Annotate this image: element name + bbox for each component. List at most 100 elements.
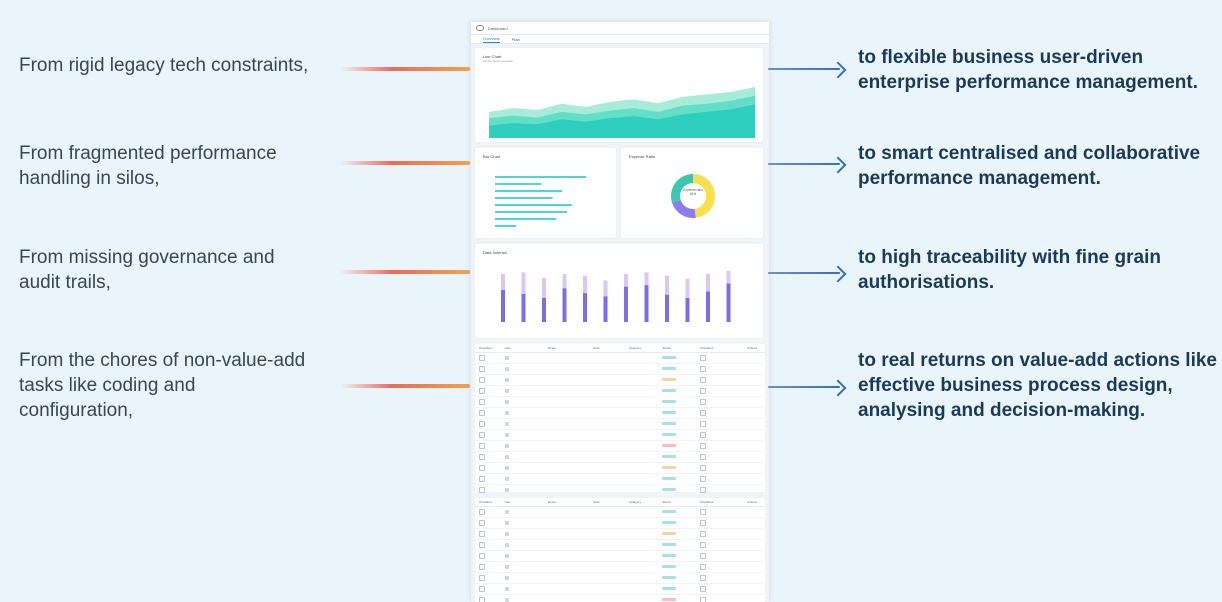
row-checkbox[interactable]	[479, 464, 485, 471]
row-checkbox[interactable]	[479, 596, 485, 602]
row-checkbox[interactable]	[479, 431, 485, 438]
table-row[interactable]	[475, 507, 765, 518]
column-chart-card: Data Science	[475, 244, 763, 338]
tab-plan[interactable]: Plan	[511, 37, 520, 42]
row-checkbox[interactable]	[479, 585, 485, 592]
table-row[interactable]	[475, 540, 765, 551]
column-header[interactable]: Checkbox	[479, 500, 493, 504]
column-header[interactable]: Status	[662, 346, 671, 350]
row-checkbox[interactable]	[479, 409, 485, 416]
row-checkbox[interactable]	[699, 519, 706, 526]
row-checkbox[interactable]	[699, 354, 706, 361]
table-row[interactable]	[475, 518, 765, 529]
table-row[interactable]	[475, 463, 765, 474]
row-checkbox[interactable]	[479, 354, 485, 361]
row-checkbox[interactable]	[699, 420, 706, 427]
left-statement-1: From rigid legacy tech constraints,	[19, 55, 309, 76]
avatar	[504, 521, 509, 525]
avatar	[504, 477, 509, 481]
column-header[interactable]: Actions	[747, 500, 758, 504]
row-checkbox[interactable]	[479, 475, 485, 482]
table-row[interactable]	[475, 474, 765, 485]
table-row[interactable]	[475, 551, 765, 562]
row-checkbox[interactable]	[479, 508, 485, 515]
row-checkbox[interactable]	[479, 365, 485, 372]
column-header[interactable]: Role	[593, 346, 600, 350]
donut-slice-1	[693, 174, 715, 218]
row-checkbox[interactable]	[479, 442, 485, 449]
arrow-right-icon	[829, 265, 847, 283]
table-row[interactable]	[475, 573, 765, 584]
column-bottom-9	[665, 294, 669, 322]
avatar	[504, 356, 509, 360]
row-checkbox[interactable]	[699, 409, 706, 416]
column-header[interactable]: Email	[548, 346, 556, 350]
column-header[interactable]: Actions	[747, 346, 758, 350]
row-checkbox[interactable]	[699, 365, 706, 372]
row-checkbox[interactable]	[699, 475, 706, 482]
row-checkbox[interactable]	[479, 530, 485, 537]
row-checkbox[interactable]	[479, 376, 485, 383]
table-row[interactable]	[475, 375, 765, 386]
table-row[interactable]	[475, 595, 765, 602]
row-checkbox[interactable]	[699, 431, 706, 438]
table-row[interactable]	[475, 419, 765, 430]
row-checkbox[interactable]	[479, 574, 485, 581]
table-row[interactable]	[475, 430, 765, 441]
column-header[interactable]: Category	[628, 346, 642, 350]
data-table-2: Checkbox User Email Role Category Status Check…	[475, 498, 765, 602]
bar-8	[495, 225, 517, 227]
status-badge	[662, 466, 677, 469]
row-checkbox[interactable]	[699, 486, 706, 493]
table-row[interactable]	[475, 364, 765, 375]
row-checkbox[interactable]	[479, 486, 485, 493]
row-checkbox[interactable]	[699, 552, 706, 559]
column-header[interactable]: Category	[628, 500, 642, 504]
row-checkbox[interactable]	[699, 596, 706, 602]
column-header[interactable]: Checkbox	[479, 346, 493, 350]
row-checkbox[interactable]	[699, 387, 706, 394]
column-header[interactable]: Email	[548, 500, 556, 504]
table-row[interactable]	[475, 386, 765, 397]
row-checkbox[interactable]	[699, 464, 706, 471]
column-chart-title: Data Science	[483, 250, 507, 255]
row-checkbox[interactable]	[699, 585, 706, 592]
table-row[interactable]	[475, 584, 765, 595]
column-header[interactable]: Role	[593, 500, 600, 504]
column-header[interactable]: User	[504, 500, 511, 504]
row-checkbox[interactable]	[479, 519, 485, 526]
column-bottom-6	[603, 296, 608, 322]
table-row[interactable]	[475, 452, 765, 463]
row-checkbox[interactable]	[699, 530, 706, 537]
row-checkbox[interactable]	[479, 420, 485, 427]
table-row[interactable]	[475, 485, 765, 496]
row-checkbox[interactable]	[699, 563, 706, 570]
table-row[interactable]	[475, 397, 765, 408]
row-checkbox[interactable]	[699, 574, 706, 581]
row-checkbox[interactable]	[479, 541, 485, 548]
row-checkbox[interactable]	[479, 387, 485, 394]
line-chart-subtitle: Performance overview	[483, 59, 513, 63]
table-row[interactable]	[475, 529, 765, 540]
row-checkbox[interactable]	[479, 453, 485, 460]
row-checkbox[interactable]	[699, 376, 706, 383]
bar-chart-title: Bar Chart	[483, 154, 501, 159]
row-checkbox[interactable]	[699, 442, 706, 449]
column-header[interactable]: User	[504, 346, 511, 350]
tab-overview[interactable]: Overview	[483, 36, 500, 43]
row-checkbox[interactable]	[479, 563, 485, 570]
row-checkbox[interactable]	[699, 453, 706, 460]
column-header[interactable]: Checkbox	[699, 500, 714, 504]
column-header[interactable]: Status	[662, 500, 671, 504]
row-checkbox[interactable]	[699, 508, 706, 515]
table-row[interactable]	[475, 562, 765, 573]
row-checkbox[interactable]	[699, 398, 706, 405]
row-checkbox[interactable]	[479, 552, 485, 559]
column-header[interactable]: Checkbox	[699, 346, 714, 350]
table-row[interactable]	[475, 353, 765, 364]
row-checkbox[interactable]	[479, 398, 485, 405]
right-connector-4	[768, 386, 840, 388]
table-row[interactable]	[475, 441, 765, 452]
row-checkbox[interactable]	[699, 541, 706, 548]
table-row[interactable]	[475, 408, 765, 419]
